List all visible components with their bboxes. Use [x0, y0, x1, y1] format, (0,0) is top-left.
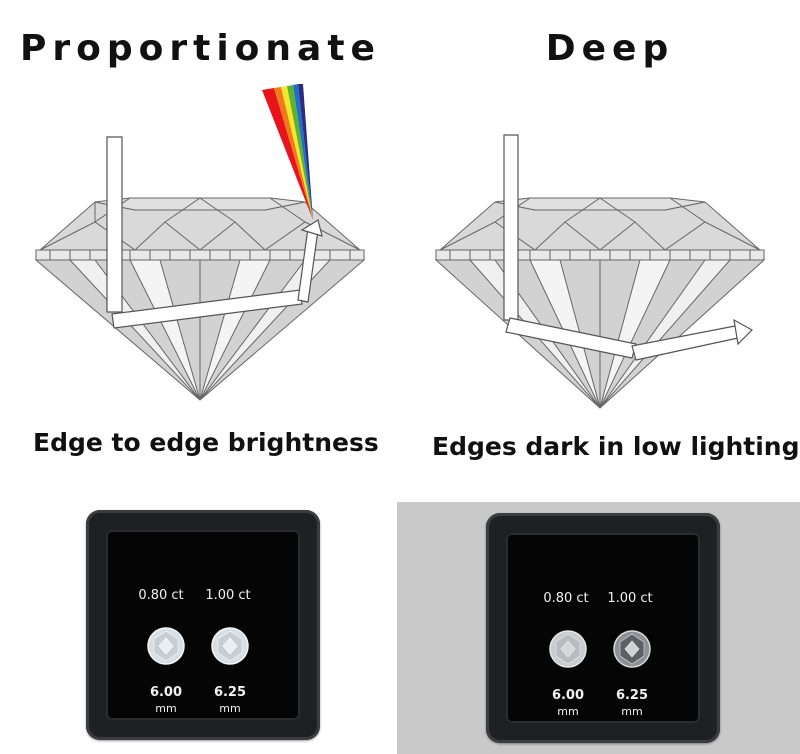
gem-case-left: 0.80 ct 1.00 ct 6.00 mm 6.25 mm — [86, 510, 320, 740]
stone-weight-label: 0.80 ct — [138, 588, 184, 603]
stone-diameter-label: 6.00 mm — [538, 688, 598, 720]
diamond-girdle — [435, 249, 765, 261]
diameter-unit: mm — [219, 702, 241, 715]
title-deep: Deep — [545, 28, 675, 69]
title-proportionate: Proportionate — [20, 28, 381, 69]
diameter-value: 6.25 — [213, 685, 247, 700]
caption-proportionate: Edge to edge brightness — [33, 428, 379, 457]
gem-case-window: 0.80 ct 1.00 ct 6.00 mm 6.25 mm — [106, 530, 300, 720]
diameter-value: 6.25 — [615, 688, 649, 703]
stone-diameter-label: 6.00 mm — [136, 685, 196, 717]
diameter-value: 6.00 — [149, 685, 183, 700]
stone-weight-label: 0.80 ct — [543, 591, 589, 606]
rainbow-dispersion — [262, 84, 313, 220]
deep-diamond-diagram — [434, 134, 766, 409]
diamond-stone-icon — [211, 627, 249, 665]
diamond-stone-icon — [549, 630, 587, 668]
gem-case-window: 0.80 ct 1.00 ct 6.00 mm 6.25 mm — [506, 533, 700, 723]
light-path-arrow — [503, 134, 753, 361]
diameter-value: 6.00 — [551, 688, 585, 703]
diamond-stone-icon — [147, 627, 185, 665]
stone-diameter-label: 6.25 mm — [200, 685, 260, 717]
stone-weight-label: 1.00 ct — [607, 591, 653, 606]
diameter-unit: mm — [557, 705, 579, 718]
diamond-stone-dark-icon — [613, 630, 651, 668]
proportionate-diamond-diagram — [34, 84, 366, 401]
diameter-unit: mm — [155, 702, 177, 715]
diameter-unit: mm — [621, 705, 643, 718]
diamond-pavilion — [34, 259, 366, 401]
stone-weight-label: 1.00 ct — [205, 588, 251, 603]
light-path-arrow — [106, 136, 323, 329]
gem-case-right: 0.80 ct 1.00 ct 6.00 mm 6.25 mm — [486, 513, 720, 743]
diamond-crown — [438, 197, 762, 251]
stone-diameter-label: 6.25 mm — [602, 688, 662, 720]
caption-deep: Edges dark in low lighting — [432, 432, 800, 461]
